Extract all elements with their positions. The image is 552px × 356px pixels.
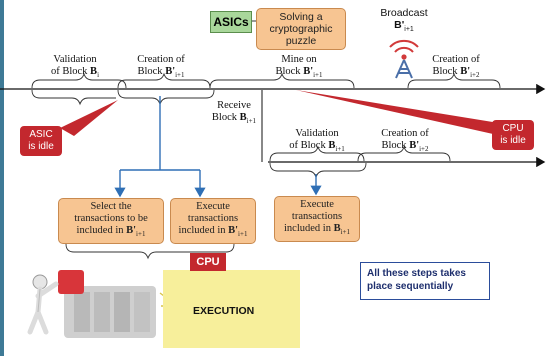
cpu-label: CPU: [190, 253, 226, 271]
left-edge-bar: [0, 0, 4, 356]
label-sub: i+1: [335, 145, 345, 154]
cpu-idle-badge: CPU is idle: [492, 120, 534, 150]
box-line-block: included in Bi+1: [284, 223, 350, 238]
cpu-idle-line-1: CPU: [502, 123, 524, 134]
puzzle-line-1: Solving a: [279, 11, 323, 23]
label-sub: i: [97, 71, 100, 80]
label-creation-next: Creation of Block B'i+2: [420, 54, 492, 81]
brace-creation: [117, 72, 211, 89]
label-block: B: [239, 112, 247, 123]
label-block: B': [165, 66, 176, 77]
broadcast-block: B': [394, 19, 405, 31]
box-block: B': [228, 225, 239, 237]
box-sub: i+1: [340, 228, 350, 237]
asic-idle-pointer: [60, 100, 118, 136]
puzzle-figure-illustration: [27, 270, 156, 338]
label-mine-top: Mine on Block B'i+1: [262, 54, 336, 81]
execute-transactions-box-2: Execute transactions included in Bi+1: [274, 196, 360, 242]
label-sub: i+2: [419, 145, 429, 154]
note-line-2: place sequentially: [367, 281, 454, 292]
label-creation-bottom: Creation of Block B'i+2: [370, 128, 440, 155]
box-line: included in: [284, 223, 331, 235]
box-block: B: [333, 223, 341, 235]
broadcast-text: Broadcast: [380, 7, 428, 19]
brace-lower-2: [269, 162, 367, 179]
label-validation-top: Validation of Block Bi: [40, 54, 110, 81]
box-line: transactions to be: [74, 213, 148, 225]
box-line: transactions: [187, 213, 239, 225]
label-receive: Receive Block Bi+1: [206, 100, 262, 127]
sequential-note: All these steps takes place sequentially: [360, 262, 490, 300]
label-line: Creation of: [137, 54, 185, 65]
label-block: B': [409, 140, 420, 151]
label-line: Validation: [53, 54, 97, 65]
box-line: included in: [76, 225, 124, 237]
select-transactions-box: Select the transactions to be included i…: [58, 198, 164, 244]
brace-validation-2: [269, 145, 365, 162]
label-line: Mine on: [281, 54, 317, 65]
label-line: of Block: [50, 66, 88, 77]
label-block: B: [328, 140, 336, 151]
brace-lower-top: [31, 89, 116, 106]
broadcast-sub: i+1: [404, 26, 414, 34]
label-sub: i+1: [175, 71, 185, 80]
label-validation-bottom: Validation of Block Bi+1: [282, 128, 352, 155]
execution-panel: EXECUTION: [163, 270, 300, 348]
cpu-idle-line-2: is idle: [500, 135, 526, 146]
box-sub: i+1: [238, 230, 248, 239]
label-line: Validation: [295, 128, 339, 139]
box-line: Execute: [300, 199, 334, 211]
label-line: Block: [275, 66, 301, 77]
label-sub: i+2: [470, 71, 480, 80]
label-line: Creation of: [381, 128, 429, 139]
box-block: B': [126, 225, 137, 237]
execute-transactions-box-1: Execute transactions included in B'i+1: [170, 198, 256, 244]
box-line: Select the: [90, 201, 132, 213]
asic-idle-line-1: ASIC: [29, 129, 53, 140]
cpu-idle-pointer: [296, 90, 505, 136]
label-line: Receive: [217, 100, 251, 111]
label-line: Block: [211, 112, 238, 123]
brace-lower-top-2: [117, 89, 215, 106]
brace-under-boxes: [65, 243, 235, 260]
box-line: included in: [178, 225, 226, 237]
label-line: Creation of: [432, 54, 480, 65]
label-creation-top: Creation of Block B'i+1: [126, 54, 196, 81]
label-line: of Block: [289, 140, 326, 151]
box-sub: i+1: [136, 230, 146, 239]
note-line-1: All these steps takes: [367, 268, 466, 279]
brace-creation-2: [357, 145, 451, 162]
brace-creation-next: [407, 72, 501, 89]
box-line-block: included in B'i+1: [179, 225, 248, 240]
puzzle-box: Solving a cryptographic puzzle: [256, 8, 346, 50]
brace-mine: [209, 72, 355, 89]
label-sub: i+1: [313, 71, 323, 80]
box-line: transactions: [291, 211, 343, 223]
label-line: Block: [432, 66, 458, 77]
broadcast-label: Broadcast B'i+1: [375, 7, 433, 36]
label-line: Block: [381, 140, 407, 151]
label-block: B': [303, 66, 314, 77]
asics-label: ASICs: [210, 11, 252, 33]
box-line-block: included in B'i+1: [77, 225, 146, 240]
puzzle-line-3: puzzle: [285, 35, 317, 47]
label-block: B: [90, 66, 98, 77]
execution-label: EXECUTION: [193, 305, 255, 317]
asic-idle-badge: ASIC is idle: [20, 126, 62, 156]
broadcast-tower-icon: [389, 39, 419, 79]
label-block: B': [460, 66, 471, 77]
asic-idle-line-2: is idle: [28, 141, 54, 152]
puzzle-line-2: cryptographic: [269, 23, 333, 35]
label-line: Block: [137, 66, 163, 77]
box-line: Execute: [196, 201, 230, 213]
label-sub: i+1: [246, 117, 257, 126]
